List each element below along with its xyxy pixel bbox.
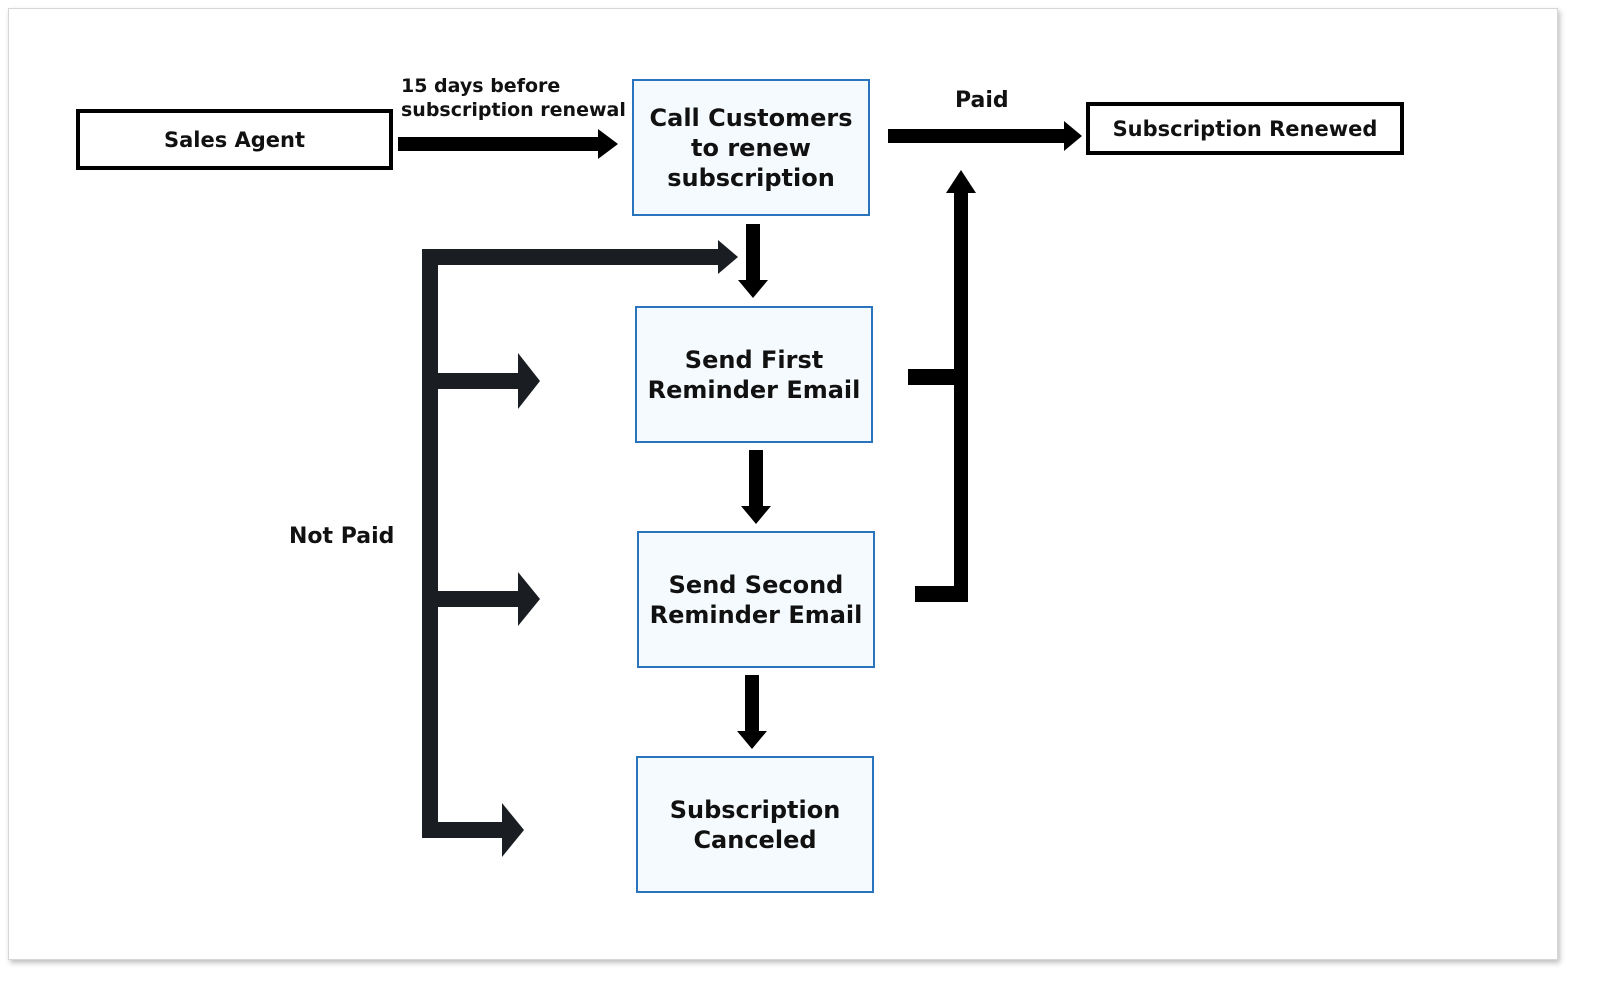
before-renewal-label: 15 days before subscription renewal [401, 75, 626, 121]
paid-label: Paid [955, 88, 1009, 113]
second-reminder-node: Send Second Reminder Email [637, 531, 875, 668]
subscription-renewed-label: Subscription Renewed [1112, 116, 1378, 141]
arrow-to-subscription-renewed [888, 121, 1082, 151]
not-paid-bracket [422, 240, 738, 857]
arrow-to-first-reminder [738, 224, 768, 298]
arrow-to-second-reminder [741, 450, 771, 524]
second-reminder-label: Send Second Reminder Email [649, 570, 863, 629]
not-paid-label: Not Paid [289, 524, 395, 549]
first-reminder-label: Send First Reminder Email [647, 345, 861, 404]
sales-agent-label: Sales Agent [163, 127, 306, 152]
arrow-to-call-customers [398, 129, 618, 159]
call-customers-label: Call Customers to renew subscription [649, 103, 853, 192]
subscription-canceled-label: Subscription Canceled [669, 795, 841, 854]
sales-agent-node: Sales Agent [76, 109, 393, 170]
subscription-canceled-node: Subscription Canceled [636, 756, 874, 893]
paid-bracket [908, 170, 976, 602]
subscription-renewed-node: Subscription Renewed [1086, 102, 1404, 155]
arrow-to-subscription-canceled [737, 675, 767, 749]
first-reminder-node: Send First Reminder Email [635, 306, 873, 443]
call-customers-node: Call Customers to renew subscription [632, 79, 870, 216]
